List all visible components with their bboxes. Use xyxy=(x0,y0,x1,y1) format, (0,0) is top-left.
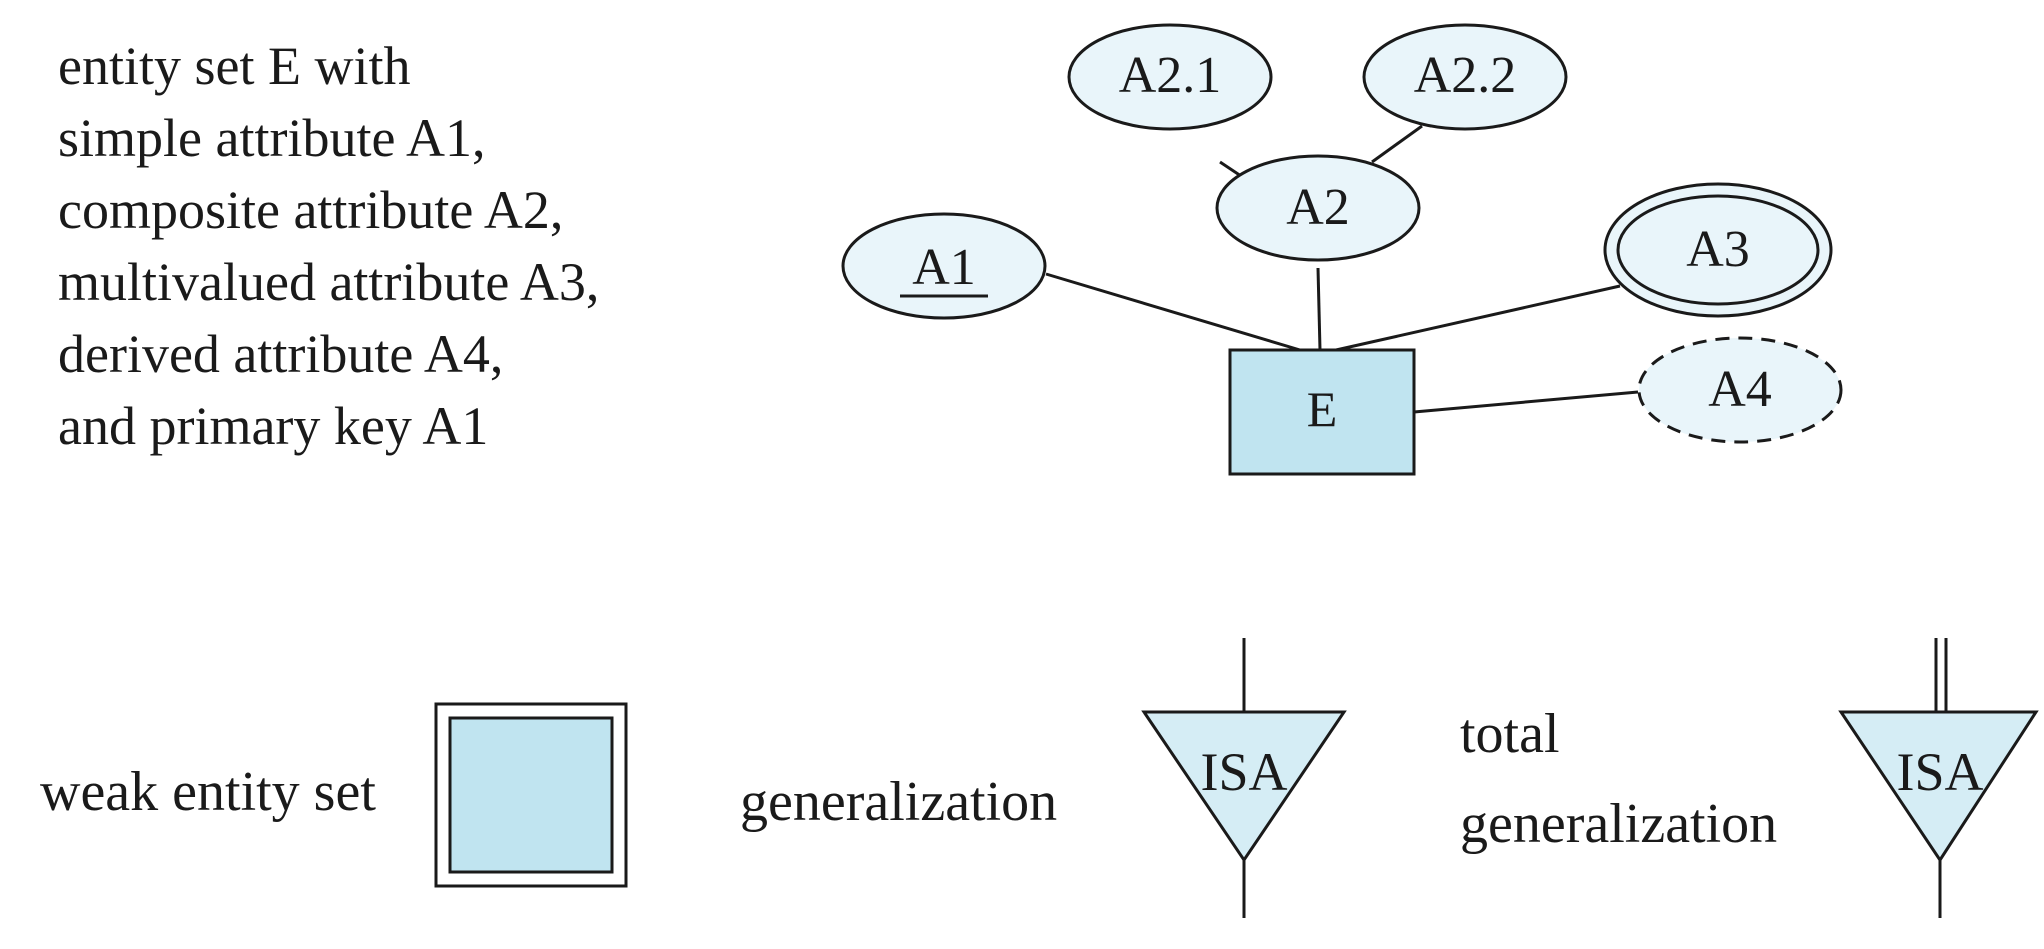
e-to-a3-line xyxy=(1335,284,1621,352)
derived-attribute-a4: A4 xyxy=(1637,336,1843,444)
e-to-a1-line xyxy=(1045,272,1301,352)
attribute-a2-2-label: A2.2 xyxy=(1414,47,1517,104)
description-line-6: and primary key A1 xyxy=(58,396,489,456)
composite-attribute-a2: A2 xyxy=(1215,154,1421,262)
generalization-isa-text: ISA xyxy=(1200,742,1287,802)
description-line-5: derived attribute A4, xyxy=(58,324,504,384)
attribute-a2-1-label: A2.1 xyxy=(1119,47,1222,104)
weak-entity-set-label: weak entity set xyxy=(40,761,376,823)
description-line-3: composite attribute A2, xyxy=(58,180,564,240)
a2-to-a2-2-line xyxy=(1371,124,1423,164)
attribute-a2-1: A2.1 xyxy=(1067,23,1273,131)
attribute-a4-label: A4 xyxy=(1708,361,1772,418)
total-generalization-isa-text: ISA xyxy=(1896,742,1983,802)
generalization-label: generalization xyxy=(740,771,1057,833)
attribute-a2-2: A2.2 xyxy=(1362,23,1568,131)
e-to-a4-line xyxy=(1413,390,1639,414)
total-generalization-isa-symbol: ISA xyxy=(1838,638,2039,918)
e-to-a2-line xyxy=(1316,267,1322,351)
description-line-4: multivalued attribute A3, xyxy=(58,252,600,312)
entity-description: entity set E with simple attribute A1, com… xyxy=(58,30,599,462)
description-line-2: simple attribute A1, xyxy=(58,108,486,168)
entity-e: E xyxy=(1228,348,1416,476)
total-generalization-label-line2: generalization xyxy=(1460,793,1777,855)
attribute-a3-label: A3 xyxy=(1686,221,1750,278)
entity-e-label: E xyxy=(1307,381,1338,437)
attribute-a1-label: A1 xyxy=(912,239,976,296)
description-line-1: entity set E with xyxy=(58,36,411,96)
multivalued-attribute-a3: A3 xyxy=(1603,182,1833,318)
weak-entity-set-symbol xyxy=(434,702,628,888)
attribute-a2-label: A2 xyxy=(1286,179,1350,236)
generalization-isa-symbol: ISA xyxy=(1141,638,1347,918)
total-generalization-label-line1: total xyxy=(1460,703,1560,765)
simple-attribute-a1: A1 xyxy=(841,212,1047,320)
